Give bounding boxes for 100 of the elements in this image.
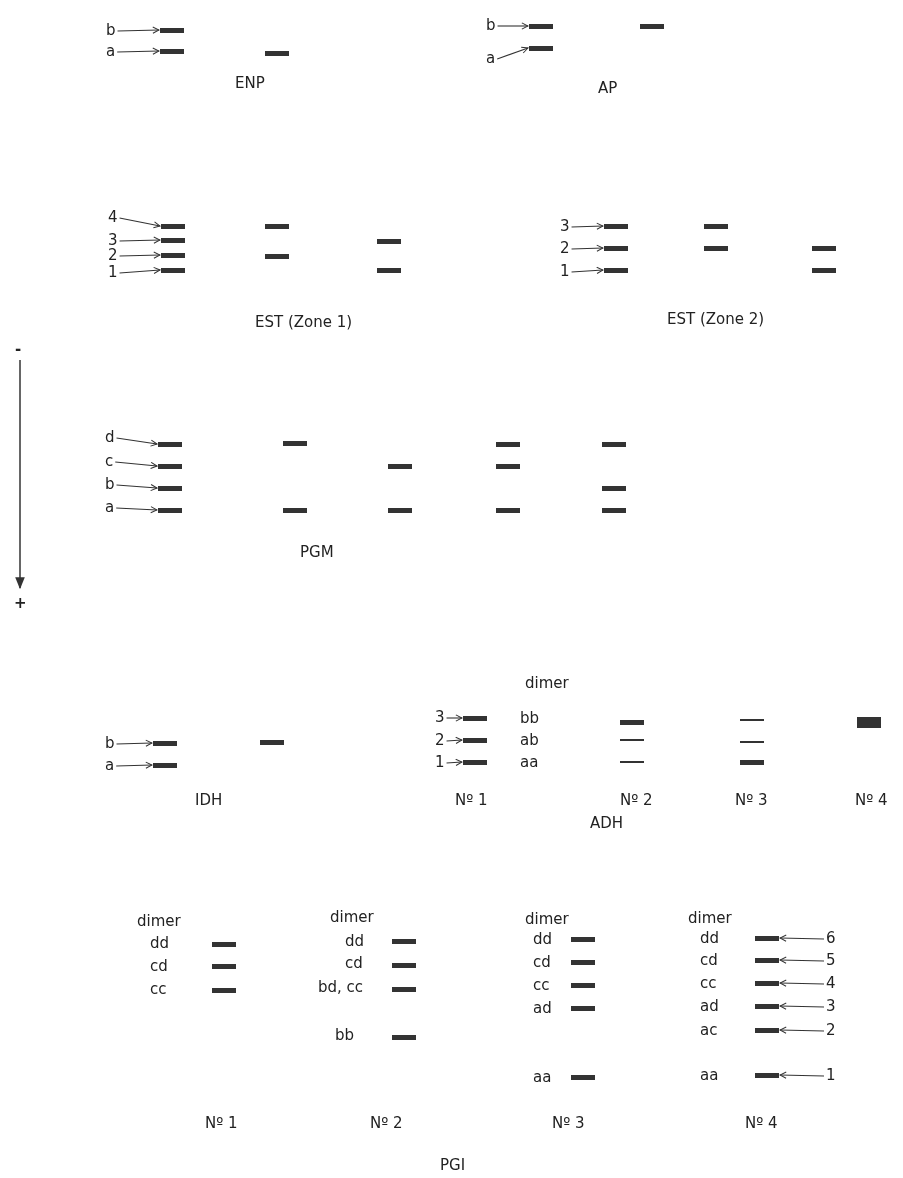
column-heading: dimer bbox=[137, 912, 181, 930]
arrow bbox=[779, 934, 825, 942]
genotype-label: bb bbox=[335, 1026, 355, 1044]
gel-band bbox=[571, 959, 595, 965]
allele-label: b bbox=[105, 475, 115, 493]
gel-band bbox=[212, 941, 236, 947]
genotype-label: ad bbox=[700, 997, 719, 1015]
allele-label: 1 bbox=[435, 753, 445, 771]
gel-band bbox=[496, 507, 520, 513]
column-heading: dimer bbox=[525, 674, 569, 692]
gel-band bbox=[755, 1072, 779, 1078]
gel-band bbox=[496, 463, 520, 469]
column-heading: dimer bbox=[330, 908, 374, 926]
genotype-label: cd bbox=[700, 951, 718, 969]
allele-label: a bbox=[486, 49, 496, 67]
genotype-label: cc bbox=[700, 974, 717, 992]
gel-band bbox=[158, 507, 182, 513]
gel-band bbox=[153, 762, 177, 768]
gel-band bbox=[161, 252, 185, 258]
genotype-label: aa bbox=[700, 1066, 719, 1084]
gel-band bbox=[388, 507, 412, 513]
allele-label: 2 bbox=[435, 731, 445, 749]
enzyme-name: PGI bbox=[440, 1156, 466, 1174]
allele-label: 3 bbox=[108, 231, 118, 249]
gel-band bbox=[463, 715, 487, 721]
arrow bbox=[779, 1071, 825, 1079]
column-heading: dimer bbox=[688, 909, 732, 927]
gel-band bbox=[571, 936, 595, 942]
genotype-label: dd bbox=[345, 932, 365, 950]
allele-label: c bbox=[105, 452, 114, 470]
arrow bbox=[116, 47, 160, 55]
gel-band bbox=[392, 1034, 416, 1040]
arrow bbox=[496, 46, 529, 60]
gel-band bbox=[604, 223, 628, 229]
arrow bbox=[119, 236, 161, 244]
genotype-label: aa bbox=[533, 1068, 552, 1086]
gel-band bbox=[161, 237, 185, 243]
arrow bbox=[446, 714, 463, 722]
gel-band bbox=[496, 441, 520, 447]
gel-band bbox=[463, 737, 487, 743]
gel-band bbox=[158, 463, 182, 469]
arrow bbox=[116, 739, 153, 747]
allele-label: 1 bbox=[108, 263, 118, 281]
gel-band bbox=[529, 45, 553, 51]
arrow bbox=[779, 1002, 825, 1010]
genotype-label: cd bbox=[345, 954, 363, 972]
arrow bbox=[779, 956, 825, 964]
arrow bbox=[115, 506, 158, 514]
allele-label: 1 bbox=[826, 1066, 836, 1084]
gel-band bbox=[160, 48, 184, 54]
enzyme-name: ADH bbox=[590, 814, 624, 832]
enzyme-name: ENP bbox=[235, 74, 265, 92]
lane-label: Nº 4 bbox=[745, 1114, 778, 1132]
gel-band bbox=[604, 245, 628, 251]
allele-label: b bbox=[486, 16, 496, 34]
gel-band bbox=[377, 238, 401, 244]
lane-label: Nº 3 bbox=[552, 1114, 585, 1132]
arrow bbox=[571, 222, 604, 230]
arrow bbox=[571, 266, 604, 274]
enzyme-name: IDH bbox=[195, 791, 223, 809]
allele-label: 4 bbox=[826, 974, 836, 992]
allele-label: 3 bbox=[826, 997, 836, 1015]
gel-band bbox=[377, 267, 401, 273]
arrow bbox=[119, 266, 161, 275]
gel-band bbox=[755, 980, 779, 986]
arrow bbox=[119, 251, 161, 259]
gel-band bbox=[571, 1005, 595, 1011]
gel-band bbox=[283, 507, 307, 513]
polarity-sign: + bbox=[14, 594, 27, 612]
gel-band bbox=[704, 245, 728, 251]
genotype-label: bb bbox=[520, 709, 540, 727]
allele-label: b bbox=[105, 734, 115, 752]
arrow bbox=[116, 483, 158, 492]
gel-band bbox=[463, 759, 487, 765]
gel-band bbox=[158, 485, 182, 491]
arrow bbox=[571, 244, 604, 252]
enzyme-name: EST (Zone 1) bbox=[255, 313, 353, 331]
genotype-label: aa bbox=[520, 753, 539, 771]
gel-band bbox=[160, 27, 184, 33]
gel-band bbox=[812, 267, 836, 273]
gel-band bbox=[153, 740, 177, 746]
gel-band bbox=[704, 223, 728, 229]
genotype-label: cc bbox=[533, 976, 550, 994]
enzyme-name: EST (Zone 2) bbox=[667, 310, 765, 328]
gel-band bbox=[571, 1074, 595, 1080]
allele-label: a bbox=[106, 42, 116, 60]
genotype-label: ac bbox=[700, 1021, 718, 1039]
allele-label: a bbox=[105, 498, 115, 516]
arrow bbox=[779, 1026, 825, 1034]
gel-band bbox=[529, 23, 553, 29]
lane-label: Nº 1 bbox=[205, 1114, 238, 1132]
lane-label: Nº 3 bbox=[735, 791, 768, 809]
lane-label: Nº 2 bbox=[370, 1114, 403, 1132]
gel-band bbox=[602, 441, 626, 447]
allele-label: 2 bbox=[108, 246, 118, 264]
allele-label: 2 bbox=[560, 239, 570, 257]
allele-label: 3 bbox=[435, 708, 445, 726]
gel-band bbox=[161, 267, 185, 273]
allele-label: 2 bbox=[826, 1021, 836, 1039]
gel-band bbox=[571, 982, 595, 988]
